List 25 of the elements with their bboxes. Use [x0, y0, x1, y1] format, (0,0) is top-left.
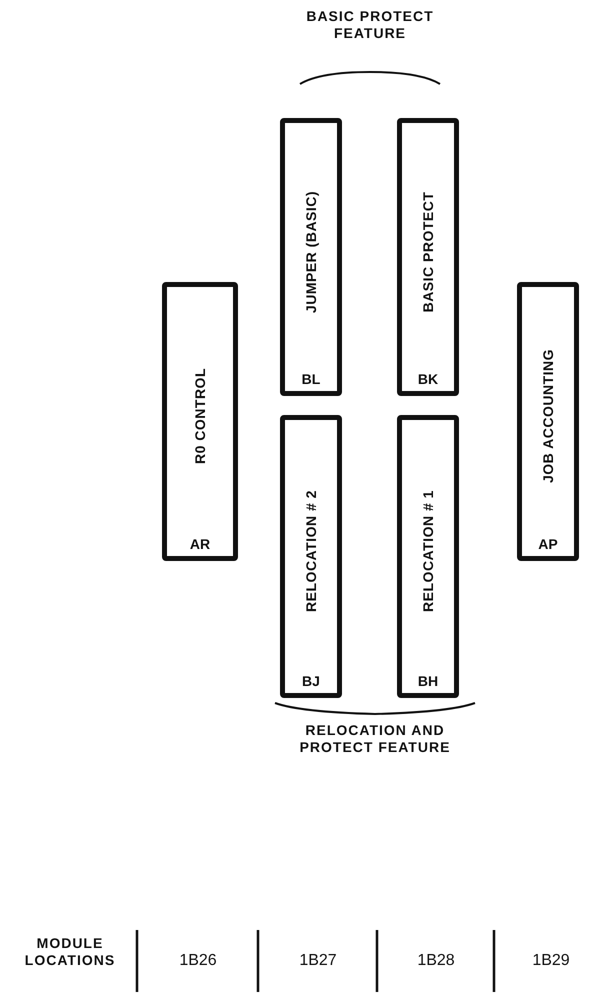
feature-label: BASIC PROTECT FEATURE [305, 8, 435, 42]
module-code: AR [188, 536, 212, 552]
location-value: 1B28 [416, 952, 456, 970]
module-name: R0 CONTROL [192, 368, 208, 464]
module-name: JUMPER (BASIC) [303, 190, 319, 313]
module-name: BASIC PROTECT [420, 191, 436, 312]
module-name: RELOCATION # 1 [420, 490, 436, 612]
location-value: 1B26 [178, 952, 218, 970]
row-header: MODULE LOCATIONS [24, 935, 116, 969]
module-code: BH [416, 673, 440, 689]
module-code: BK [416, 371, 440, 387]
module-code: BL [300, 371, 322, 387]
location-value: 1B29 [531, 952, 571, 970]
module-box [280, 118, 342, 396]
module-code: AP [537, 536, 559, 552]
module-box [397, 118, 459, 396]
module-box [517, 282, 579, 561]
module-box [397, 415, 459, 698]
location-value: 1B27 [298, 952, 338, 970]
module-name: RELOCATION # 2 [303, 490, 319, 612]
module-code: BJ [301, 673, 321, 689]
feature-label: RELOCATION AND PROTECT FEATURE [298, 722, 452, 756]
module-name: JOB ACCOUNTING [540, 349, 556, 484]
module-box [162, 282, 238, 561]
module-box [280, 415, 342, 698]
